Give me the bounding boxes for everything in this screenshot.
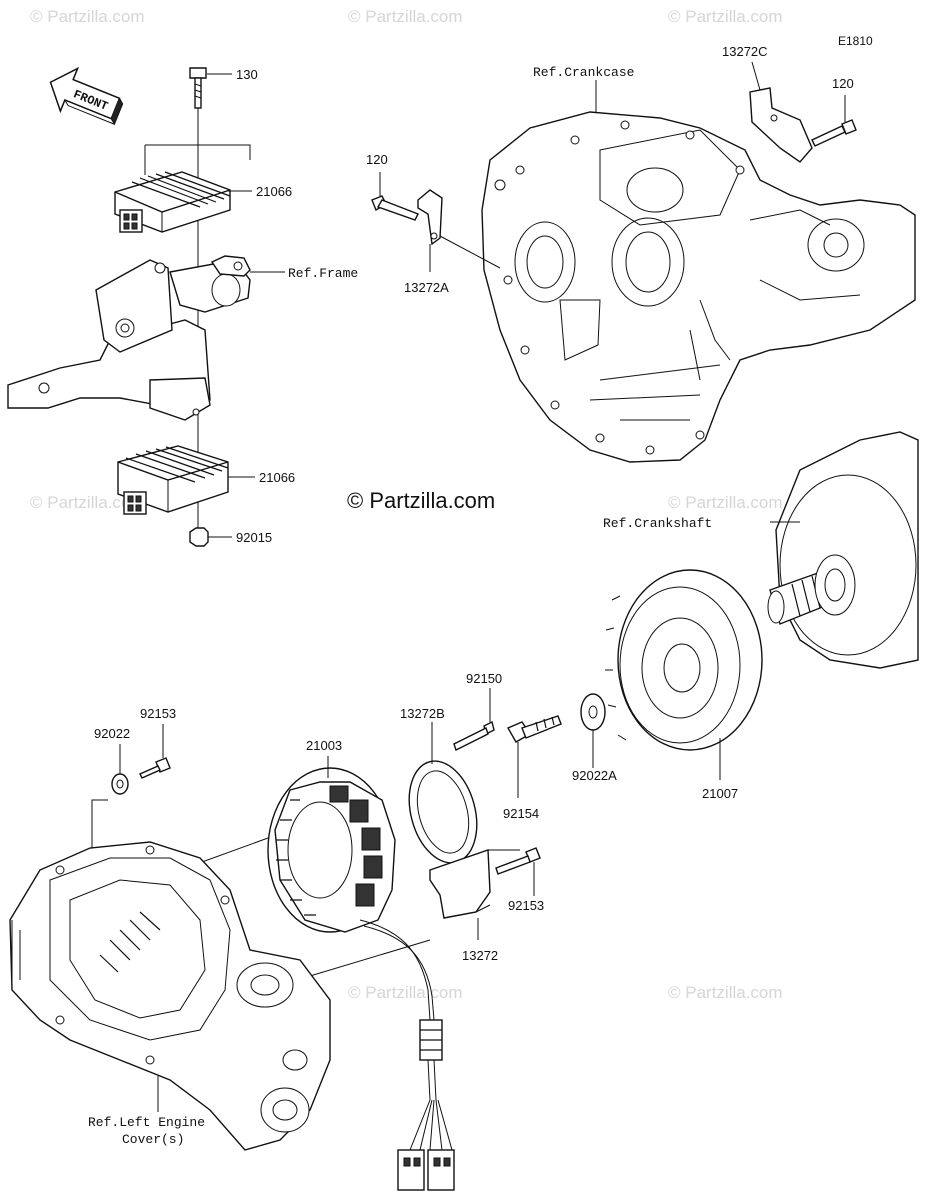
watermark: © Partzilla.com — [348, 983, 463, 1002]
ref-left-engine-cover-label-2: Cover(s) — [122, 1132, 184, 1147]
left-engine-cover: Ref.Left Engine Cover(s) — [9, 799, 331, 1151]
regulator-assembly: 130 21066 Ref.Frame 21066 92015 — [7, 67, 358, 547]
callout-13272: 13272 — [462, 948, 498, 963]
watermark: © Partzilla.com — [668, 7, 783, 26]
bolt-120-left: 120 — [366, 152, 419, 221]
watermark: © Partzilla.com — [30, 7, 145, 26]
ref-crankshaft-label: Ref.Crankshaft — [603, 516, 712, 531]
nut-92015 — [189, 527, 232, 547]
bolt-92154: 92154 — [503, 715, 562, 821]
callout-21003: 21003 — [306, 738, 342, 753]
washer-92022A: 92022A — [572, 693, 617, 783]
bolt-120-right: 120 — [811, 76, 857, 147]
callout-92154: 92154 — [503, 806, 539, 821]
callout-92150: 92150 — [466, 671, 502, 686]
callout-92015: 92015 — [236, 530, 272, 545]
plate-13272: 13272 — [429, 849, 520, 963]
regulator-rectifier-top — [114, 144, 252, 233]
watermark: © Partzilla.com — [668, 983, 783, 1002]
bolt-92153-left: 92153 — [139, 706, 176, 779]
gasket-13272B: 13272B — [400, 706, 478, 864]
crankshaft: Ref.Crankshaft — [603, 431, 919, 669]
callout-13272C: 13272C — [722, 44, 768, 59]
callout-92153-right: 92153 — [508, 898, 544, 913]
front-arrow-icon: FRONT — [49, 66, 124, 126]
frame-bracket — [7, 255, 285, 421]
callout-92022: 92022 — [94, 726, 130, 741]
callout-92022A: 92022A — [572, 768, 617, 783]
stator-21003: 21003 — [267, 738, 455, 1191]
diagram-id: E1810 — [838, 34, 873, 48]
callout-21007: 21007 — [702, 786, 738, 801]
washer-92022: 92022 — [94, 726, 130, 795]
ref-frame-label: Ref.Frame — [288, 266, 358, 281]
clamp-13272A: 13272A — [404, 189, 449, 295]
bolt-130 — [189, 67, 232, 109]
bolt-92150: 92150 — [453, 671, 502, 751]
ref-left-engine-cover-label: Ref.Left Engine — [88, 1115, 205, 1130]
bolt-92153-right: 92153 — [495, 847, 544, 913]
callout-130: 130 — [236, 67, 258, 82]
center-watermark: © Partzilla.com — [347, 488, 495, 513]
plate-13272C: 13272C — [722, 44, 813, 163]
ref-crankcase-label: Ref.Crankcase — [533, 65, 634, 80]
regulator-rectifier-bottom — [117, 445, 255, 515]
callout-13272B: 13272B — [400, 706, 445, 721]
crankcase-assembly — [439, 80, 916, 463]
watermark: © Partzilla.com — [30, 493, 145, 512]
callout-120-right: 120 — [832, 76, 854, 91]
watermark: © Partzilla.com — [348, 7, 463, 26]
callout-13272A: 13272A — [404, 280, 449, 295]
callout-120-left: 120 — [366, 152, 388, 167]
watermark: © Partzilla.com — [668, 493, 783, 512]
rotor-21007: 21007 — [605, 569, 763, 801]
callout-21066-top: 21066 — [256, 184, 292, 199]
callout-92153-left: 92153 — [140, 706, 176, 721]
callout-21066-bottom: 21066 — [259, 470, 295, 485]
